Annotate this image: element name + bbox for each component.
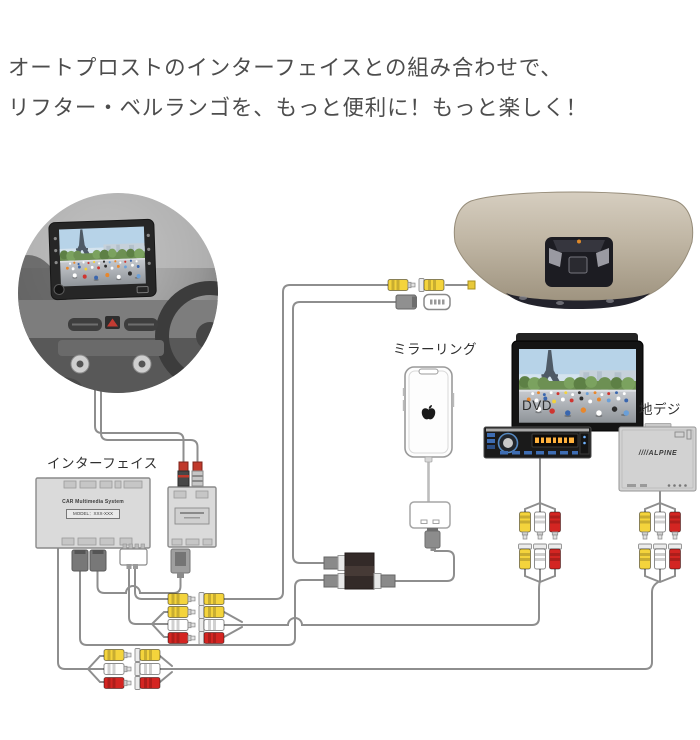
heading-line-1: オートプロストのインターフェイスとの組み合わせで、 — [8, 56, 563, 80]
lightning-hdmi-adapter — [409, 501, 451, 551]
smartphone — [402, 366, 455, 463]
monitor-led — [577, 239, 581, 244]
cable-mainbox-to-splitter — [79, 570, 325, 646]
cable-connector-to-mid-triple — [128, 565, 153, 625]
rca-triple-mid — [167, 605, 225, 645]
rca-plug-black — [191, 461, 204, 487]
dvd-label: DVD — [521, 398, 552, 413]
interface-label: インターフェイス — [47, 456, 158, 471]
interface-sub-box — [167, 461, 217, 578]
rca-plug-red — [177, 461, 190, 487]
rca-triple-tv — [638, 511, 682, 570]
tuner-brand-logo: ////ALPINE — [638, 450, 678, 457]
cable-splitter-to-adapter — [393, 548, 455, 582]
cable-mid-triple-to-dvd — [245, 580, 541, 626]
rca-female-yellow — [418, 278, 445, 292]
cable-subbox-to-mainbox — [96, 569, 182, 594]
interface-box-model: MODEL：XXX-XXX — [66, 509, 120, 519]
cable-dash-to-subbox-1 — [94, 389, 185, 464]
dvd-player-unit — [483, 426, 592, 459]
car-dashboard-photo — [18, 193, 218, 393]
heading-line-2: リフター・ベルランゴを、もっと便利に！もっと楽しく！ — [8, 96, 588, 120]
cable-dash-to-subbox-2 — [100, 389, 199, 464]
digital-tv-label: 地デジ — [639, 402, 681, 417]
cable-dvd-split — [524, 456, 556, 513]
cable-yellow-chain-right — [223, 284, 389, 600]
digital-tv-tuner-unit — [618, 423, 697, 492]
rca-triple-dvd — [518, 511, 562, 570]
cable-hdmi-monitor-line — [292, 301, 397, 564]
interface-box-title: CAR Multimedia System — [62, 499, 124, 505]
cable-layer — [57, 284, 676, 683]
av-connectors-top — [387, 278, 451, 311]
rca-triple-bottom — [103, 648, 161, 690]
hdmi-splitter-box — [323, 552, 396, 590]
multipin-connector — [119, 543, 148, 569]
page-heading: オートプロストのインターフェイスとの組み合わせで、 リフター・ベルランゴを、もっ… — [8, 48, 698, 128]
rca-male-yellow — [387, 279, 416, 291]
cable-bottom-triple-to-tv — [175, 580, 661, 670]
hdmi-male-connector — [395, 294, 417, 310]
cable-mainbox-to-bottom-triple — [57, 547, 89, 670]
cable-tv-split — [644, 490, 676, 513]
hdmi-plug-subbox — [170, 548, 191, 578]
interface-main-box — [35, 477, 151, 572]
roof-monitor — [453, 191, 694, 432]
rca-pair-yellow — [167, 592, 225, 606]
monitor-av-jack — [467, 280, 476, 290]
hdmi-plug — [71, 549, 107, 572]
apple-logo-icon — [421, 405, 436, 420]
mirroring-label: ミラーリング — [393, 342, 477, 357]
cable-yellow-chain-left — [134, 565, 169, 600]
hdmi-socket-icon — [423, 293, 451, 311]
